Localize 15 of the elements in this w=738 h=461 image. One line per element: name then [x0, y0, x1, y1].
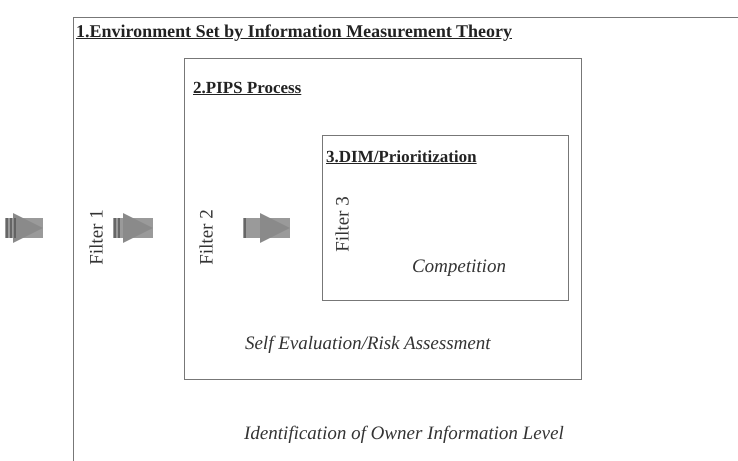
frame-box	[184, 58, 582, 380]
box-heading: 3.DIM/Prioritization	[326, 147, 477, 167]
box-heading: 1.Environment Set by Information Measurement Theory	[76, 21, 512, 42]
box-caption: Self Evaluation/Risk Assessment	[245, 333, 491, 355]
block-arrow	[113, 213, 153, 243]
filter-label: Filter 1	[86, 209, 109, 265]
block-arrow	[243, 213, 290, 243]
box-caption: Identification of Owner Information Level	[244, 423, 564, 445]
box-heading: 2.PIPS Process	[193, 78, 302, 98]
frame-box	[322, 135, 569, 301]
filter-label: Filter 3	[332, 196, 355, 252]
frame-box	[73, 17, 738, 461]
block-arrow	[5, 213, 43, 243]
filter-label: Filter 2	[196, 209, 219, 265]
box-caption: Competition	[412, 256, 506, 278]
